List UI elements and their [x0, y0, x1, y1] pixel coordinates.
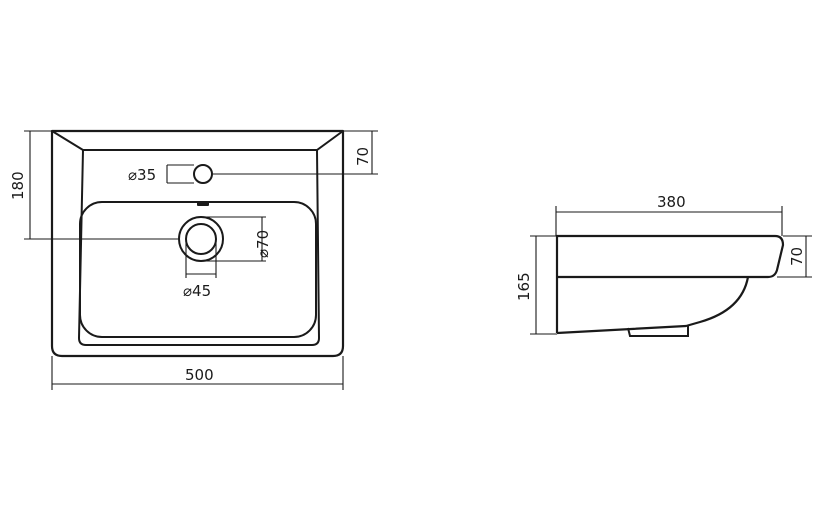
dim-165-label: 165: [515, 272, 533, 301]
side-bowl: [556, 276, 750, 335]
side-drain: [627, 326, 689, 337]
dim-45-label: ⌀45: [183, 282, 211, 300]
tap-hole: [193, 164, 213, 184]
dim-380-label: 380: [657, 193, 686, 211]
basin-outer-outline: [50, 129, 345, 358]
dim-35-label: ⌀35: [128, 166, 156, 184]
basin-rim: [51, 130, 344, 151]
side-rim: [556, 234, 785, 279]
dim-70-top-label: 70: [354, 147, 372, 166]
dim-70-drain-label: ⌀70: [254, 230, 272, 258]
dim-70-side-label: 70: [788, 247, 806, 266]
dim-500-label: 500: [185, 366, 214, 384]
dim-180-label: 180: [9, 171, 27, 200]
overflow-slot: [197, 202, 209, 206]
drain-inner: [185, 223, 217, 255]
side-view: 380 165 70: [515, 193, 812, 337]
basin-bowl: [79, 201, 317, 338]
front-view: 180 70 ⌀35 ⌀70 ⌀45 500: [9, 129, 378, 390]
basin-rim-side: [77, 149, 321, 346]
